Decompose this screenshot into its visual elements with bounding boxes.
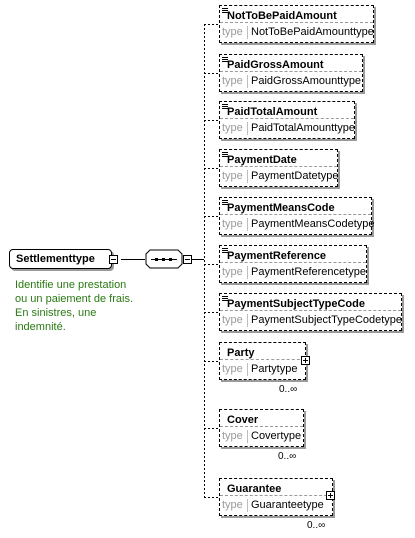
element-box[interactable]: PaidGrossAmount type PaidGrossAmounttype [219,54,363,92]
type-value: NotToBePaidAmounttype [251,26,374,38]
element-name: PaymentReference [227,250,327,262]
type-value: PaidGrossAmounttype [251,75,362,87]
cardinality-label: 0..∞ [307,520,326,531]
cardinality-label: 0..∞ [278,451,297,462]
type-separator [247,266,248,279]
element-type-row: type Partytype [220,359,305,379]
element-name: PaidTotalAmount [227,106,318,118]
type-separator [247,499,248,512]
cardinality-label: 0..∞ [279,384,298,395]
element-lines-icon [222,8,228,13]
element-type-row: type PaymentMeansCodetype [220,214,375,234]
type-separator [247,218,248,231]
documentation-line: Identifie une prestation [15,279,127,291]
element-lines-icon [222,200,228,205]
collapse-toggle-icon[interactable] [109,255,118,264]
element-type-row: type PaymentDatetype [220,166,339,186]
type-separator [247,314,248,327]
element-type-row: type NotToBePaidAmounttype [220,22,374,42]
type-key: type [222,266,243,278]
type-separator [247,170,248,183]
element-lines-icon [222,296,228,301]
type-value: PaymentDatetype [251,170,339,182]
type-value: PaidTotalAmounttype [251,122,355,134]
type-key: type [222,363,243,375]
element-box[interactable]: NotToBePaidAmount type NotToBePaidAmount… [219,5,374,43]
element-lines-icon [222,152,228,157]
documentation-line: indemnité. [15,321,66,333]
type-value: PaymentSubjectTypeCodetype [251,314,403,326]
type-value: Partytype [251,363,298,375]
element-box[interactable]: Party type Partytype [219,342,306,380]
element-box[interactable]: Cover type Covertype [219,409,304,447]
type-value: PaymentMeansCodetype [251,218,375,230]
type-separator [247,122,248,135]
element-name: PaymentSubjectTypeCode [227,298,365,310]
documentation-line: ou un paiement de frais. [15,293,134,305]
type-value: Guaranteetype [251,499,324,511]
element-name: PaymentDate [227,154,297,166]
element-box[interactable]: PaymentMeansCode type PaymentMeansCodety… [219,197,375,235]
element-name: Party [227,347,255,359]
type-key: type [222,499,243,511]
element-name: NotToBePaidAmount [227,10,337,22]
element-lines-icon [222,104,228,109]
type-key: type [222,314,243,326]
element-box[interactable]: PaymentDate type PaymentDatetype [219,149,338,187]
element-type-row: type Covertype [220,426,303,446]
element-lines-icon [222,248,228,253]
type-key: type [222,218,243,230]
element-type-row: type PaymentReferencetype [220,262,366,282]
type-separator [247,75,248,88]
element-name: PaymentMeansCode [227,202,335,214]
type-value: Covertype [251,430,302,442]
element-name: Cover [227,414,259,426]
documentation-line: En sinistres, une [15,307,97,319]
element-box[interactable]: Guarantee type Guaranteetype [219,478,333,516]
root-documentation: Identifie une prestation ou un paiement … [15,278,155,334]
sequence-collapse-toggle-icon[interactable] [183,255,192,264]
type-key: type [222,26,243,38]
element-type-row: type PaidTotalAmounttype [220,118,355,138]
expand-toggle-icon[interactable] [301,356,310,365]
type-separator [247,363,248,376]
root-node-label: Settlementtype [16,253,95,265]
element-box[interactable]: PaidTotalAmount type PaidTotalAmounttype [219,101,355,139]
root-node-settlementtype[interactable]: Settlementtype [9,249,112,269]
type-value: PaymentReferencetype [251,266,366,278]
type-separator [247,430,248,443]
sequence-icon [145,249,183,269]
element-name: PaidGrossAmount [227,59,324,71]
type-key: type [222,170,243,182]
element-lines-icon [222,57,228,62]
element-type-row: type PaymentSubjectTypeCodetype [220,310,403,330]
element-box[interactable]: PaymentReference type PaymentReferencety… [219,245,367,283]
element-name: Guarantee [227,483,282,495]
type-key: type [222,122,243,134]
type-key: type [222,430,243,442]
type-key: type [222,75,243,87]
element-type-row: type Guaranteetype [220,495,332,515]
element-box[interactable]: PaymentSubjectTypeCode type PaymentSubje… [219,293,402,331]
expand-toggle-icon[interactable] [326,491,335,500]
type-separator [247,26,248,39]
sequence-compositor[interactable] [145,249,183,269]
element-type-row: type PaidGrossAmounttype [220,71,362,91]
